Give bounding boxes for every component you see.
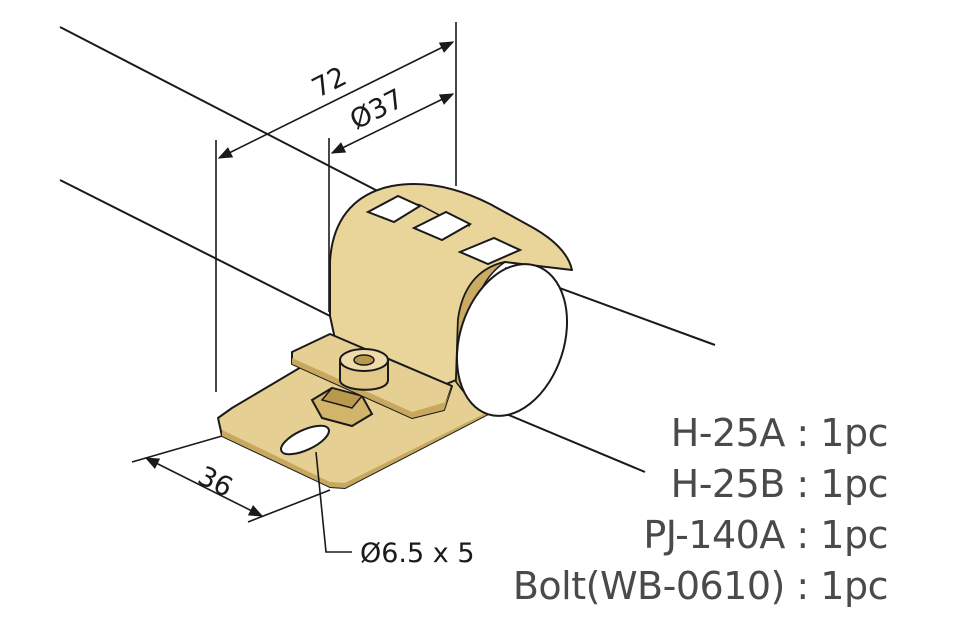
dimension-36 — [131, 435, 331, 523]
slot-hole — [280, 424, 330, 456]
slot-dimension-label: Ø6.5 x 5 — [360, 538, 475, 569]
dimension-36-label: 36 — [193, 461, 238, 504]
dimension-pipe-diameter — [328, 93, 455, 312]
part-h25a: H-25A : 1pc — [670, 411, 889, 455]
dimension-72-label: 72 — [307, 61, 352, 104]
slot-leader — [315, 451, 352, 553]
pipe-end — [455, 263, 569, 417]
bolt-head — [339, 348, 389, 391]
part-pj140a: PJ-140A : 1pc — [643, 513, 888, 557]
parts-list: H-25A : 1pc H-25B : 1pc PJ-140A : 1pc Bo… — [512, 408, 889, 612]
part-h25b: H-25B : 1pc — [670, 462, 889, 506]
part-bolt: Bolt(WB-0610) : 1pc — [512, 564, 889, 608]
nut — [310, 386, 374, 428]
clamp-slots — [365, 194, 523, 266]
